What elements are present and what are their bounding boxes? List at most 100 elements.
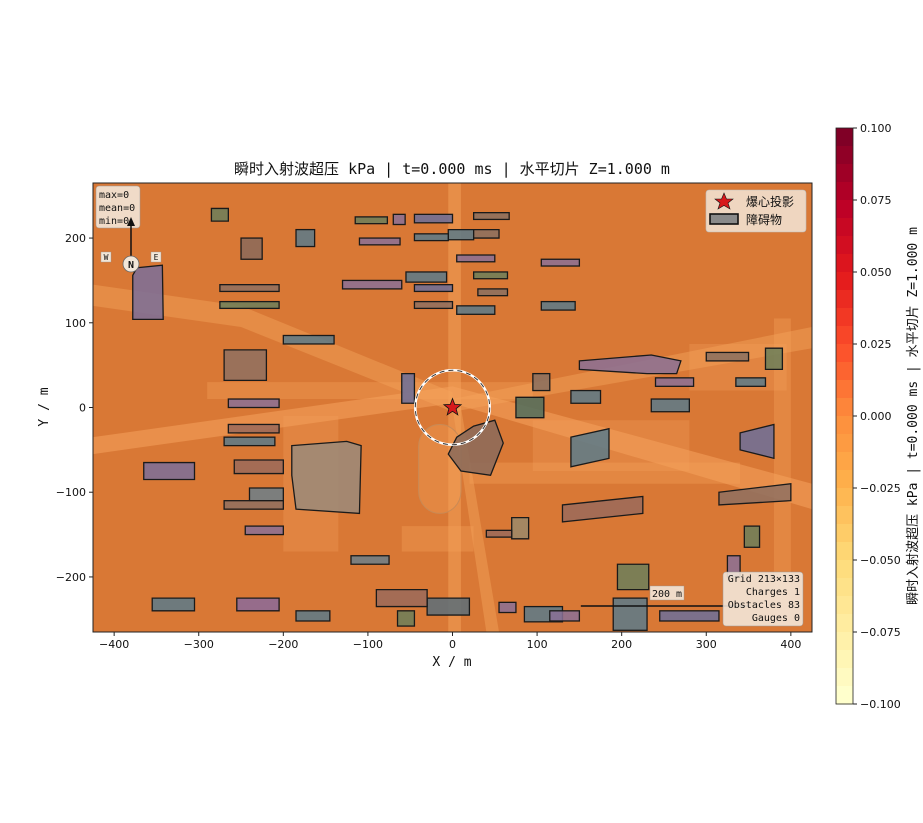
obstacle-polygon xyxy=(616,563,650,591)
shading-band xyxy=(93,386,812,510)
colorbar-tick-label: −0.025 xyxy=(860,482,901,495)
obstacle-polygon xyxy=(227,398,280,409)
obstacle-polygon xyxy=(456,254,496,263)
obstacle-polygon xyxy=(227,423,280,434)
obstacle-polygon xyxy=(540,300,576,311)
obstacle-polygon xyxy=(472,271,509,280)
obstacle-polygon xyxy=(401,372,416,404)
obstacle-polygon xyxy=(151,597,196,612)
x-tick-label: 100 xyxy=(527,638,548,651)
chart-title: 瞬时入射波超压 kPa | t=0.000 ms | 水平切片 Z=1.000 … xyxy=(234,160,670,178)
obstacle-polygon xyxy=(413,284,454,293)
obstacle-polygon xyxy=(413,233,449,242)
colorbar-step xyxy=(836,542,853,561)
obstacle-polygon xyxy=(739,423,775,460)
obstacle-polygon xyxy=(570,389,602,404)
colorbar-step xyxy=(836,488,853,507)
info-obstacles: Obstacles 83 xyxy=(728,600,800,611)
obstacle-polygon xyxy=(477,288,509,297)
obstacle-polygon xyxy=(396,610,416,627)
x-tick-label: 300 xyxy=(696,638,717,651)
obstacle-polygon xyxy=(132,264,164,321)
x-tick-label: −300 xyxy=(184,638,214,651)
obstacle-polygon xyxy=(532,372,551,392)
colorbar-step xyxy=(836,290,853,309)
compass-west: W xyxy=(104,253,109,262)
obstacle-polygon xyxy=(472,228,500,239)
obstacle-polygon xyxy=(375,588,428,608)
obstacle-polygon xyxy=(705,351,750,362)
colorbar-step xyxy=(836,524,853,543)
obstacle-polygon xyxy=(240,237,263,260)
stats-box: max=0 mean=0 min=0 xyxy=(95,185,141,229)
x-axis-label: X / m xyxy=(432,655,471,670)
obstacle-polygon xyxy=(612,597,648,631)
obstacle-polygon xyxy=(223,436,276,447)
charge-marker-group xyxy=(414,369,491,446)
legend-star-icon xyxy=(714,192,734,210)
legend: 爆心投影 障碍物 xyxy=(705,189,807,233)
colorbar-step xyxy=(836,380,853,399)
x-tick-label: −200 xyxy=(268,638,298,651)
obstacle-polygon xyxy=(549,610,581,622)
obstacle-polygon xyxy=(248,487,284,502)
shading-band xyxy=(207,382,533,400)
colorbar-step xyxy=(836,326,853,345)
obstacle-polygon xyxy=(540,258,581,267)
obstacle-polygon xyxy=(511,516,530,540)
legend-entry-obstacle: 障碍物 xyxy=(746,212,782,227)
colorbar-step xyxy=(836,434,853,453)
colorbar-step xyxy=(836,506,853,525)
colorbar-step xyxy=(836,362,853,381)
colorbar-step xyxy=(836,578,853,597)
stats-max: max=0 xyxy=(99,190,129,201)
compass-east: E xyxy=(154,253,159,262)
colorbar-step xyxy=(836,614,853,633)
y-tick-label: 0 xyxy=(79,402,86,415)
obstacle-polygon xyxy=(413,213,454,224)
obstacle-polygon xyxy=(244,525,284,536)
x-tick-label: 0 xyxy=(449,638,456,651)
colorbar-step xyxy=(836,560,853,579)
obstacle-polygon xyxy=(650,398,690,413)
compass: N W E xyxy=(100,217,162,273)
obstacle-polygon xyxy=(233,459,284,475)
colorbar-gradient xyxy=(836,128,853,705)
colorbar-tick-label: −0.100 xyxy=(860,698,901,711)
legend-entry-charge: 爆心投影 xyxy=(746,194,794,209)
y-tick-label: −200 xyxy=(56,571,86,584)
x-tick-label: 400 xyxy=(780,638,801,651)
obstacle-polygon xyxy=(350,555,390,565)
obstacle-polygon xyxy=(413,300,454,310)
scale-bar-label: 200 m xyxy=(652,589,682,600)
compass-north: N xyxy=(128,260,134,271)
obstacle-polygon xyxy=(236,597,280,612)
colorbar-step xyxy=(836,272,853,291)
obstacle-polygon xyxy=(143,461,196,481)
shading-band xyxy=(773,318,791,620)
shading-band xyxy=(401,526,474,552)
obstacle-polygon xyxy=(405,271,448,283)
y-tick-label: −100 xyxy=(56,486,86,499)
y-tick-label: 200 xyxy=(65,232,86,245)
obstacle-polygon xyxy=(219,300,280,310)
colorbar-ticks: 0.1000.0750.0500.0250.000−0.025−0.050−0.… xyxy=(853,122,901,711)
obstacle-polygon xyxy=(354,216,389,225)
track-outline xyxy=(418,423,462,514)
colorbar-tick-label: 0.100 xyxy=(860,122,892,135)
info-gauges: Gauges 0 xyxy=(752,613,800,624)
north-arrow-icon xyxy=(127,217,135,226)
obstacle-polygon xyxy=(295,610,331,622)
colorbar-step xyxy=(836,128,853,147)
colorbar-step xyxy=(836,668,853,687)
obstacle-polygon xyxy=(485,529,513,538)
colorbar-step xyxy=(836,398,853,417)
obstacle-polygon xyxy=(447,228,475,241)
x-tick-label: −100 xyxy=(353,638,383,651)
colorbar-step xyxy=(836,308,853,327)
obstacle-polygon xyxy=(223,349,268,382)
obstacle-polygon xyxy=(743,525,761,548)
